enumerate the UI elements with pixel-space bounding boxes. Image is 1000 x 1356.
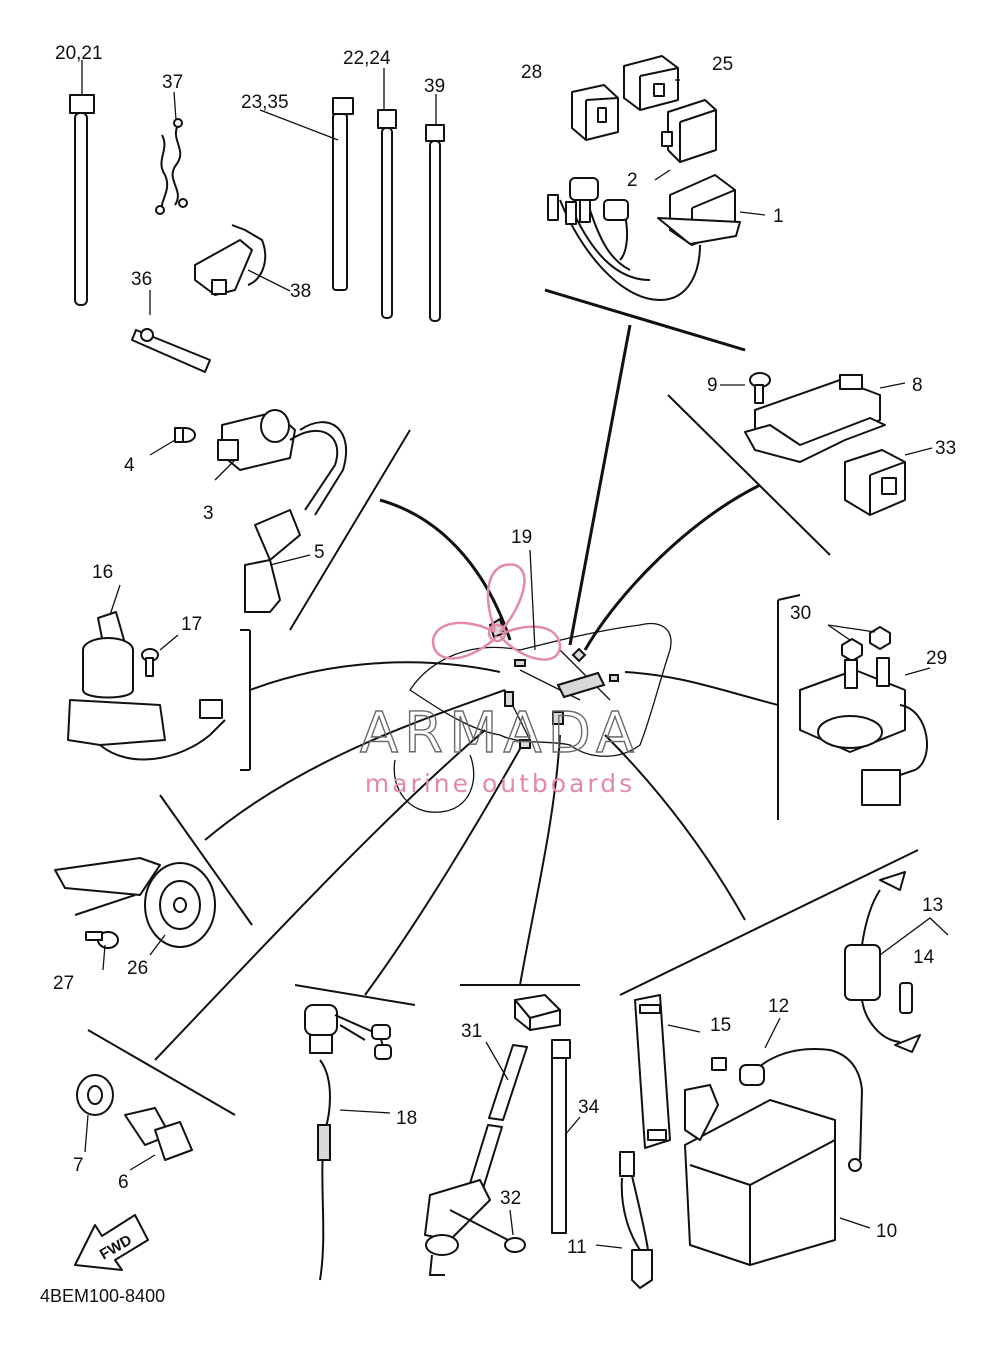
callout-39: 39 — [424, 76, 445, 97]
part-wire-11 — [619, 1151, 653, 1289]
callout-37: 37 — [162, 72, 183, 93]
part-cdi-unit-1 — [547, 174, 741, 302]
callout-23-35: 23,35 — [241, 92, 289, 113]
part-cable-tie-20-21 — [69, 94, 95, 306]
callout-9: 9 — [707, 375, 718, 396]
part-battery-lead-12 — [711, 1048, 864, 1172]
part-clip-37 — [155, 118, 188, 215]
callout-12: 12 — [768, 996, 789, 1017]
part-neutral-switch-18 — [304, 1004, 392, 1281]
part-nuts-30 — [841, 626, 891, 662]
watermark: ARMADA marine outboards — [359, 563, 640, 798]
callout-25: 25 — [712, 54, 733, 75]
callout-13: 13 — [922, 895, 943, 916]
part-ground-lead-36 — [131, 328, 211, 373]
callout-32: 32 — [500, 1188, 521, 1209]
callout-15: 15 — [710, 1015, 731, 1036]
callout-33: 33 — [935, 438, 956, 459]
part-band-34 — [551, 1039, 571, 1234]
callout-27: 27 — [53, 973, 74, 994]
part-relay-33 — [844, 449, 906, 516]
callout-5: 5 — [314, 542, 325, 563]
callout-1: 1 — [773, 206, 784, 227]
callout-8: 8 — [912, 375, 923, 396]
part-plug-cap-5 — [244, 509, 301, 613]
callout-2: 2 — [627, 170, 638, 191]
part-screw-17 — [141, 648, 159, 677]
part-screw-32 — [449, 1209, 526, 1253]
callout-11: 11 — [567, 1237, 587, 1258]
part-starter-relay-29 — [799, 657, 928, 806]
part-bolt-27 — [85, 931, 119, 949]
callout-29: 29 — [926, 648, 947, 669]
part-connector-2 — [661, 99, 717, 163]
part-cap-34 — [514, 994, 561, 1031]
watermark-subtitle: marine outboards — [365, 769, 635, 798]
part-relay-28 — [571, 84, 619, 141]
callout-22-24: 22,24 — [343, 48, 391, 69]
part-cable-tie-39 — [425, 124, 445, 322]
part-ignition-coil-3 — [217, 409, 348, 516]
part-fuse-14 — [899, 982, 913, 1014]
part-relay-25 — [623, 55, 679, 111]
callout-38: 38 — [290, 281, 311, 302]
callout-leaders — [81, 60, 949, 1249]
part-switch-6 — [124, 1107, 193, 1161]
part-main-switch-16 — [67, 611, 226, 761]
part-horn-26 — [54, 857, 216, 948]
part-clamp-38 — [194, 224, 267, 296]
callout-28: 28 — [521, 62, 542, 83]
callout-31: 31 — [461, 1021, 482, 1042]
callout-16: 16 — [92, 562, 113, 583]
callout-3: 3 — [203, 503, 214, 524]
callout-19: 19 — [511, 527, 532, 548]
callout-7: 7 — [73, 1155, 84, 1176]
fwd-arrow-icon: FWD — [74, 1214, 149, 1271]
callout-34: 34 — [578, 1097, 600, 1118]
catalog-code: 4BEM100-8400 — [40, 1286, 165, 1306]
callout-4: 4 — [124, 455, 135, 476]
group-leaders — [87, 288, 919, 1116]
part-washer-7 — [76, 1074, 114, 1116]
part-battery-band-15 — [634, 994, 671, 1149]
callout-14: 14 — [913, 947, 935, 968]
part-rectifier-8 — [744, 374, 886, 463]
callout-10: 10 — [876, 1221, 897, 1242]
part-fuse-holder-13 — [844, 871, 921, 1053]
callout-20-21: 20,21 — [55, 43, 103, 64]
watermark-propeller-icon — [431, 563, 562, 661]
callout-17: 17 — [181, 614, 202, 635]
part-battery-10 — [684, 1084, 836, 1266]
callout-labels: 20,21 37 22,24 39 23,35 28 25 2 1 36 38 … — [53, 43, 956, 1258]
callout-30: 30 — [790, 603, 811, 624]
part-sensor — [424, 1179, 491, 1276]
watermark-title: ARMADA — [360, 701, 640, 766]
part-bolt-9 — [749, 372, 771, 404]
part-cable-tie-23-35 — [332, 97, 354, 291]
part-cable-tie-22-24 — [377, 109, 397, 319]
part-bolt-4 — [174, 427, 196, 443]
callout-18: 18 — [396, 1108, 417, 1129]
callout-36: 36 — [131, 269, 152, 290]
vehicle-frame — [393, 617, 672, 813]
callout-26: 26 — [127, 958, 148, 979]
callout-6: 6 — [118, 1172, 129, 1193]
